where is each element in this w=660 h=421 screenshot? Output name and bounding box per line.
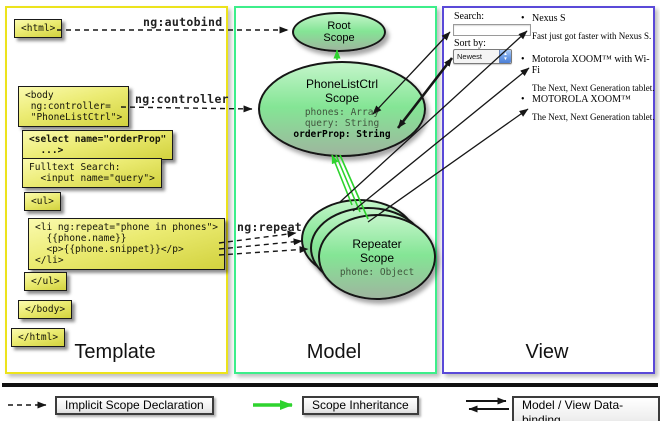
- repeater-scope-ellipse: Repeater Scope phone: Object: [318, 214, 436, 300]
- search-input[interactable]: [453, 24, 531, 36]
- ng-controller-label: ng:controller: [135, 92, 229, 106]
- model-column-label: Model: [306, 341, 362, 363]
- bullet-icon: •: [521, 13, 525, 24]
- sort-dropdown[interactable]: Newest ▲▼: [453, 49, 512, 64]
- code-box-html-close: </html>: [11, 328, 66, 347]
- phone-desc: The Next, Next Generation tablet.: [532, 112, 655, 122]
- code-box-ul-open: <ul>: [24, 192, 61, 211]
- repeater-scope-prop: phone: Object: [339, 266, 415, 278]
- phone-desc: Fast just got faster with Nexus S.: [532, 31, 652, 41]
- repeater-scope-title: Repeater Scope: [352, 236, 402, 265]
- phonelistctrl-scope-props: phones: Array query: String: [304, 107, 380, 129]
- code-box-html-open: <html>: [14, 19, 63, 38]
- code-box-li-repeat: <li ng:repeat="phone in phones"> {{phone…: [28, 218, 226, 270]
- phone-list-item: • MOTOROLA XOOM™ The Next, Next Generati…: [521, 94, 655, 122]
- ng-repeat-label: ng:repeat: [237, 220, 303, 234]
- phone-title: Motorola XOOM™ with Wi-Fi: [531, 54, 650, 76]
- sort-by-label: Sort by:: [454, 38, 486, 49]
- code-box-fulltext: Fulltext Search: <input name="query">: [22, 158, 162, 188]
- phonelistctrl-scope-ellipse: PhoneListCtrl Scope phones: Array query:…: [258, 61, 426, 157]
- code-box-select: <select name="orderProp" ...>: [22, 130, 174, 160]
- legend-model-view-data-binding: Model / View Data-binding: [512, 396, 660, 421]
- sort-dropdown-value: Newest: [457, 52, 483, 61]
- phonelistctrl-scope-orderprop: orderProp: String: [293, 129, 391, 140]
- legend-scope-inheritance: Scope Inheritance: [302, 396, 419, 415]
- phone-desc: The Next, Next Generation tablet.: [532, 83, 655, 93]
- phone-list-item: • Nexus S Fast just got faster with Nexu…: [521, 13, 655, 41]
- bullet-icon: •: [521, 54, 525, 65]
- code-box-body-close: </body>: [18, 300, 73, 319]
- template-column-label: Template: [74, 341, 156, 363]
- phone-title: MOTOROLA XOOM™: [532, 94, 631, 105]
- bullet-icon: •: [521, 94, 525, 105]
- root-scope-ellipse: Root Scope: [292, 12, 386, 52]
- ng-autobind-label: ng:autobind: [143, 15, 223, 29]
- search-label: Search:: [454, 11, 484, 22]
- phone-title: Nexus S: [532, 13, 566, 24]
- view-column-label: View: [525, 341, 569, 363]
- phonelistctrl-scope-title: PhoneListCtrl Scope: [305, 77, 379, 105]
- root-scope-title: Root Scope: [323, 19, 355, 45]
- code-box-ul-close: </ul>: [24, 272, 67, 291]
- dropdown-stepper-icon: ▲▼: [499, 50, 511, 63]
- code-box-body-open: <body ng:controller= "PhoneListCtrl">: [18, 86, 130, 127]
- legend-implicit-scope-declaration: Implicit Scope Declaration: [55, 396, 214, 415]
- phone-list-item: • Motorola XOOM™ with Wi-Fi The Next, Ne…: [521, 54, 655, 93]
